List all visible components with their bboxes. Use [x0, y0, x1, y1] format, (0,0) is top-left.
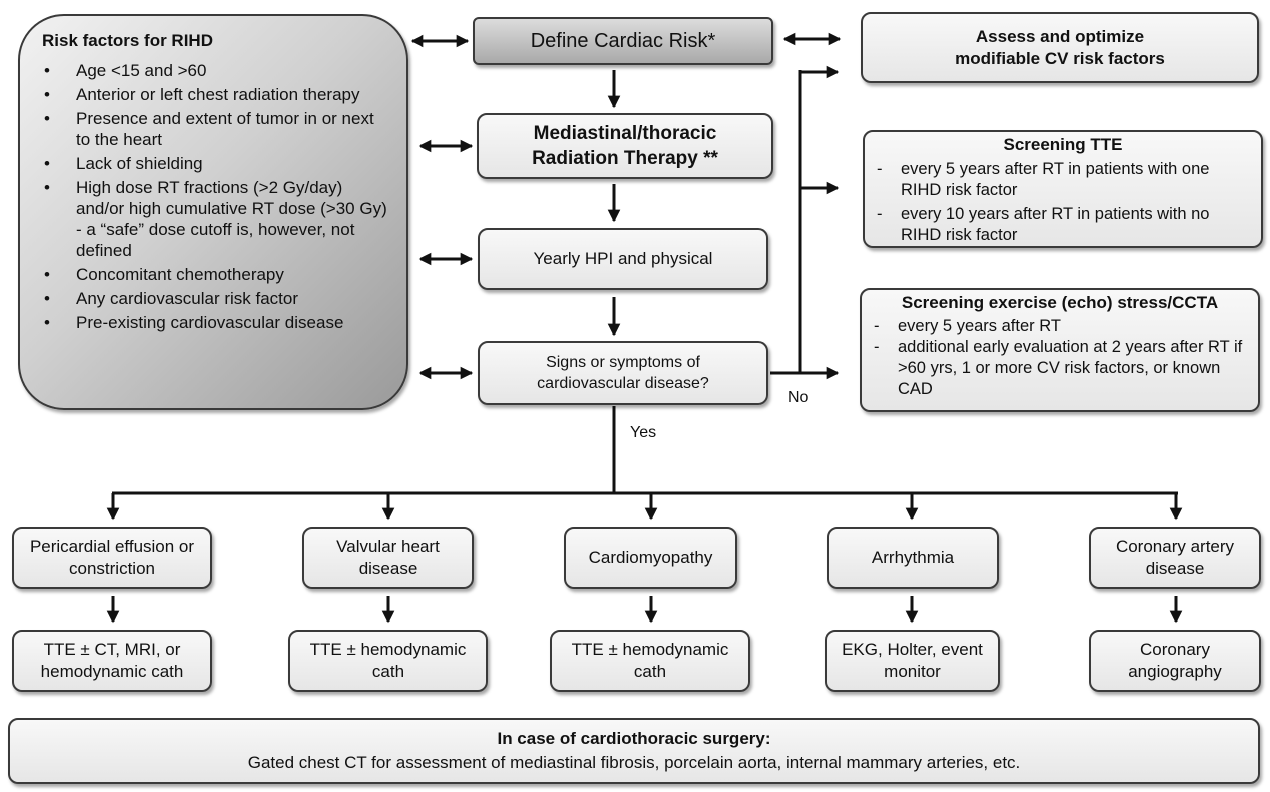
radiation-therapy-box: Mediastinal/thoracic Radiation Therapy *…: [477, 113, 773, 179]
condition-box-coronary: Coronary artery disease: [1089, 527, 1261, 589]
radiation-therapy-label: Mediastinal/thoracic Radiation Therapy *…: [532, 123, 718, 169]
define-cardiac-risk-box: Define Cardiac Risk*: [473, 17, 773, 65]
signs-symptoms-box: Signs or symptoms of cardiovascular dise…: [478, 341, 768, 405]
assess-optimize-label: Assess and optimize modifiable CV risk f…: [955, 26, 1165, 68]
condition-box-arrhythmia: Arrhythmia: [827, 527, 999, 589]
risk-factors-box: Risk factors for RIHD Age <15 and >60 An…: [18, 14, 408, 410]
screening-tte-title: Screening TTE: [1003, 135, 1123, 154]
no-label: No: [788, 389, 809, 406]
test-label: TTE ± hemodynamic cath: [309, 640, 467, 681]
screening-stress-list: every 5 years after RT additional early …: [862, 316, 1258, 400]
test-box-arrhythmia: EKG, Holter, event monitor: [825, 630, 1000, 692]
screening-stress-title: Screening exercise (echo) stress/CCTA: [901, 293, 1219, 312]
surgery-title: In case of cardiothoracic surgery:: [497, 729, 771, 748]
condition-label: Arrhythmia: [871, 548, 955, 567]
risk-factor-item: Concomitant chemotherapy: [20, 264, 392, 285]
screening-tte-item: every 5 years after RT in patients with …: [865, 159, 1253, 201]
screening-tte-list: every 5 years after RT in patients with …: [865, 159, 1261, 246]
condition-label: Pericardial effusion or constriction: [29, 537, 195, 578]
yearly-hpi-label: Yearly HPI and physical: [533, 249, 713, 268]
yearly-hpi-box: Yearly HPI and physical: [478, 228, 768, 290]
screening-stress-item: every 5 years after RT: [862, 316, 1250, 337]
test-label: Coronary angiography: [1128, 640, 1222, 681]
signs-symptoms-label: Signs or symptoms of cardiovascular dise…: [537, 354, 709, 392]
screening-stress-box: Screening exercise (echo) stress/CCTA ev…: [860, 288, 1260, 412]
test-label: TTE ± CT, MRI, or hemodynamic cath: [40, 640, 184, 681]
risk-factors-title: Risk factors for RIHD: [42, 31, 213, 50]
risk-factor-item: Lack of shielding: [20, 153, 392, 174]
test-label: TTE ± hemodynamic cath: [571, 640, 729, 681]
risk-factor-item: Pre-existing cardiovascular disease: [20, 312, 392, 333]
cardiothoracic-surgery-box: In case of cardiothoracic surgery: Gated…: [8, 718, 1260, 784]
risk-factors-list: Age <15 and >60 Anterior or left chest r…: [20, 60, 392, 333]
condition-box-cardiomyopathy: Cardiomyopathy: [564, 527, 737, 589]
condition-label: Cardiomyopathy: [588, 548, 713, 567]
screening-tte-item: every 10 years after RT in patients with…: [865, 204, 1253, 246]
condition-label: Coronary artery disease: [1115, 537, 1235, 578]
assess-optimize-box: Assess and optimize modifiable CV risk f…: [861, 12, 1259, 83]
yes-label: Yes: [630, 424, 657, 441]
risk-factor-item: Anterior or left chest radiation therapy: [20, 84, 392, 105]
screening-tte-box: Screening TTE every 5 years after RT in …: [863, 130, 1263, 248]
condition-box-valvular: Valvular heart disease: [302, 527, 474, 589]
risk-factor-item: Presence and extent of tumor in or next …: [20, 108, 392, 150]
risk-factor-item: Age <15 and >60: [20, 60, 392, 81]
surgery-text: Gated chest CT for assessment of mediast…: [247, 753, 1021, 772]
risk-factor-item: Any cardiovascular risk factor: [20, 288, 392, 309]
test-label: EKG, Holter, event monitor: [842, 640, 983, 681]
test-box-cardiomyopathy: TTE ± hemodynamic cath: [550, 630, 750, 692]
test-box-pericardial: TTE ± CT, MRI, or hemodynamic cath: [12, 630, 212, 692]
define-cardiac-risk-label: Define Cardiac Risk*: [530, 29, 716, 52]
test-box-valvular: TTE ± hemodynamic cath: [288, 630, 488, 692]
risk-factor-item: High dose RT fractions (>2 Gy/day) and/o…: [20, 177, 392, 261]
condition-label: Valvular heart disease: [336, 537, 440, 578]
condition-box-pericardial: Pericardial effusion or constriction: [12, 527, 212, 589]
test-box-coronary: Coronary angiography: [1089, 630, 1261, 692]
screening-stress-item: additional early evaluation at 2 years a…: [862, 337, 1250, 400]
